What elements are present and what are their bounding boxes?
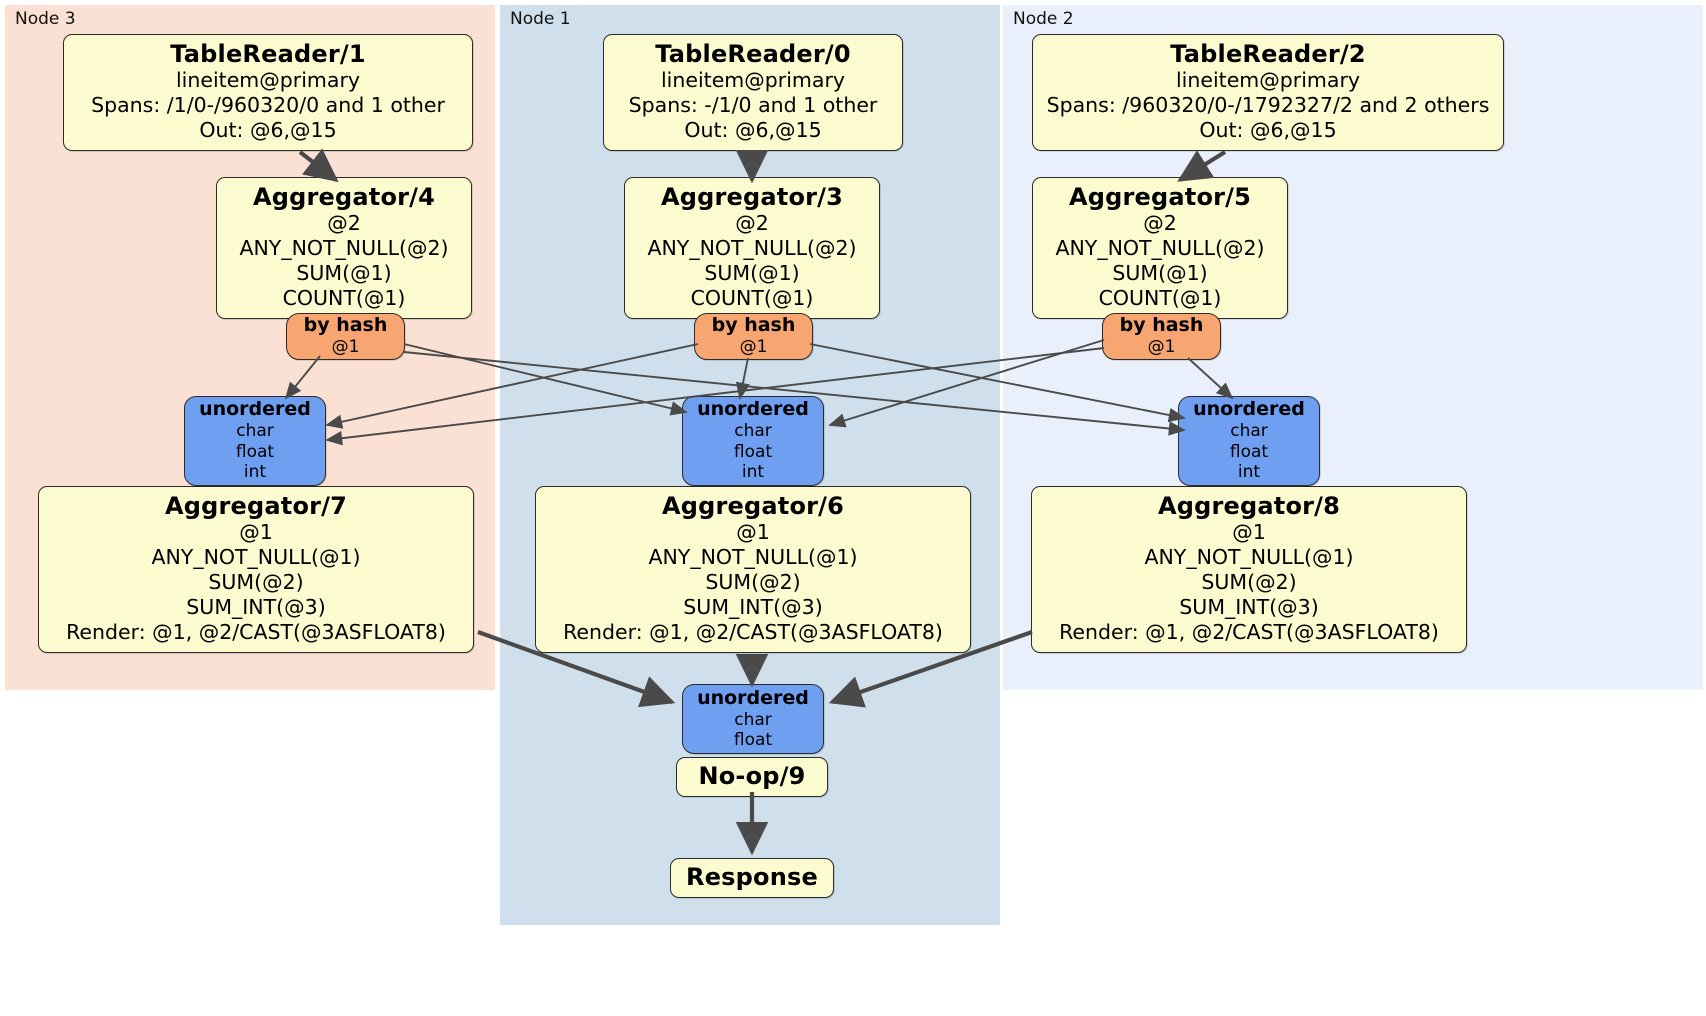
synchronizer-type-2: float	[733, 441, 773, 462]
node-panel-label: Node 2	[1013, 9, 1074, 29]
processor-detail-out: Out: @6,@15	[1199, 118, 1337, 143]
processor-detail-render: Render: @1, @2/CAST(@3ASFLOAT8)	[563, 620, 943, 645]
processor-detail-agg-2: SUM(@2)	[1201, 570, 1297, 595]
router-columns: @1	[331, 337, 360, 358]
processor-response[interactable]: Response	[670, 858, 834, 899]
processor-detail-table: lineitem@primary	[175, 68, 361, 93]
processor-detail-agg-1: ANY_NOT_NULL(@1)	[1144, 545, 1354, 570]
processor-detail-agg-3: COUNT(@1)	[690, 286, 814, 311]
processor-title: TableReader/2	[1170, 40, 1366, 68]
router-columns: @1	[739, 337, 768, 358]
synchronizer-title: unordered	[697, 398, 809, 421]
processor-table-reader-2[interactable]: TableReader/2 lineitem@primary Spans: /9…	[1032, 34, 1504, 152]
processor-title: Aggregator/8	[1157, 492, 1341, 520]
processor-table-reader-0[interactable]: TableReader/0 lineitem@primary Spans: -/…	[603, 34, 903, 152]
processor-title: Aggregator/3	[660, 183, 844, 211]
processor-detail-agg-1: ANY_NOT_NULL(@2)	[239, 236, 449, 261]
processor-detail-agg-2: SUM(@1)	[1112, 261, 1208, 286]
processor-detail-table: lineitem@primary	[1175, 68, 1361, 93]
synchronizer-type-1: char	[734, 709, 772, 730]
processor-detail-render: Render: @1, @2/CAST(@3ASFLOAT8)	[1059, 620, 1439, 645]
router-by-hash-center[interactable]: by hash @1	[694, 313, 813, 360]
synchronizer-type-2: float	[235, 441, 275, 462]
router-by-hash-right[interactable]: by hash @1	[1102, 313, 1221, 360]
processor-detail-spans: Spans: /960320/0-/1792327/2 and 2 others	[1046, 93, 1490, 118]
processor-title: Aggregator/4	[252, 183, 436, 211]
node-panel-label: Node 3	[15, 9, 76, 29]
processor-detail-groupcols: @1	[239, 520, 273, 545]
processor-title: Aggregator/6	[661, 492, 845, 520]
processor-detail-groupcols: @2	[735, 211, 769, 236]
processor-detail-spans: Spans: /1/0-/960320/0 and 1 other	[91, 93, 445, 118]
processor-detail-agg-1: ANY_NOT_NULL(@2)	[647, 236, 857, 261]
processor-table-reader-1[interactable]: TableReader/1 lineitem@primary Spans: /1…	[63, 34, 473, 152]
processor-title: TableReader/0	[655, 40, 851, 68]
synchronizer-type-1: char	[1230, 421, 1268, 442]
processor-aggregator-3[interactable]: Aggregator/3 @2 ANY_NOT_NULL(@2) SUM(@1)…	[624, 177, 880, 320]
processor-detail-groupcols: @1	[1232, 520, 1266, 545]
router-by-hash-left[interactable]: by hash @1	[286, 313, 405, 360]
router-title: by hash	[711, 314, 796, 337]
processor-detail-spans: Spans: -/1/0 and 1 other	[628, 93, 878, 118]
processor-aggregator-5[interactable]: Aggregator/5 @2 ANY_NOT_NULL(@2) SUM(@1)…	[1032, 177, 1288, 320]
synchronizer-title: unordered	[1193, 398, 1305, 421]
processor-detail-groupcols: @2	[1143, 211, 1177, 236]
synchronizer-type-3: int	[741, 462, 765, 483]
processor-aggregator-4[interactable]: Aggregator/4 @2 ANY_NOT_NULL(@2) SUM(@1)…	[216, 177, 472, 320]
synchronizer-unordered-center[interactable]: unordered char float int	[682, 396, 824, 486]
processor-detail-table: lineitem@primary	[660, 68, 846, 93]
synchronizer-title: unordered	[697, 686, 809, 709]
synchronizer-type-1: char	[236, 421, 274, 442]
synchronizer-title: unordered	[199, 398, 311, 421]
router-title: by hash	[303, 314, 388, 337]
processor-aggregator-6[interactable]: Aggregator/6 @1 ANY_NOT_NULL(@1) SUM(@2)…	[535, 486, 971, 654]
processor-title: Aggregator/7	[164, 492, 348, 520]
processor-detail-agg-2: SUM(@1)	[704, 261, 800, 286]
processor-detail-agg-1: ANY_NOT_NULL(@1)	[648, 545, 858, 570]
processor-title: TableReader/1	[170, 40, 366, 68]
synchronizer-type-3: int	[243, 462, 267, 483]
synchronizer-type-2: float	[733, 729, 773, 750]
processor-title: No-op/9	[698, 762, 806, 790]
processor-no-op-9[interactable]: No-op/9	[676, 757, 828, 798]
processor-detail-agg-3: SUM_INT(@3)	[1179, 595, 1319, 620]
synchronizer-unordered-final[interactable]: unordered char float	[682, 684, 824, 754]
processor-detail-agg-1: ANY_NOT_NULL(@1)	[151, 545, 361, 570]
processor-detail-out: Out: @6,@15	[199, 118, 337, 143]
synchronizer-type-1: char	[734, 421, 772, 442]
processor-title: Response	[686, 863, 818, 891]
synchronizer-type-2: float	[1229, 441, 1269, 462]
processor-detail-agg-3: SUM_INT(@3)	[683, 595, 823, 620]
processor-detail-agg-2: SUM(@2)	[208, 570, 304, 595]
processor-detail-groupcols: @1	[736, 520, 770, 545]
processor-aggregator-8[interactable]: Aggregator/8 @1 ANY_NOT_NULL(@1) SUM(@2)…	[1031, 486, 1467, 654]
router-title: by hash	[1119, 314, 1204, 337]
synchronizer-type-3: int	[1237, 462, 1261, 483]
node-panel-label: Node 1	[510, 9, 571, 29]
processor-title: Aggregator/5	[1068, 183, 1252, 211]
processor-detail-agg-3: SUM_INT(@3)	[186, 595, 326, 620]
processor-detail-agg-2: SUM(@1)	[296, 261, 392, 286]
processor-detail-render: Render: @1, @2/CAST(@3ASFLOAT8)	[66, 620, 446, 645]
processor-detail-agg-1: ANY_NOT_NULL(@2)	[1055, 236, 1265, 261]
processor-detail-groupcols: @2	[327, 211, 361, 236]
processor-detail-out: Out: @6,@15	[684, 118, 822, 143]
processor-detail-agg-3: COUNT(@1)	[282, 286, 406, 311]
router-columns: @1	[1147, 337, 1176, 358]
processor-detail-agg-2: SUM(@2)	[705, 570, 801, 595]
synchronizer-unordered-left[interactable]: unordered char float int	[184, 396, 326, 486]
synchronizer-unordered-right[interactable]: unordered char float int	[1178, 396, 1320, 486]
processor-aggregator-7[interactable]: Aggregator/7 @1 ANY_NOT_NULL(@1) SUM(@2)…	[38, 486, 474, 654]
processor-detail-agg-3: COUNT(@1)	[1098, 286, 1222, 311]
